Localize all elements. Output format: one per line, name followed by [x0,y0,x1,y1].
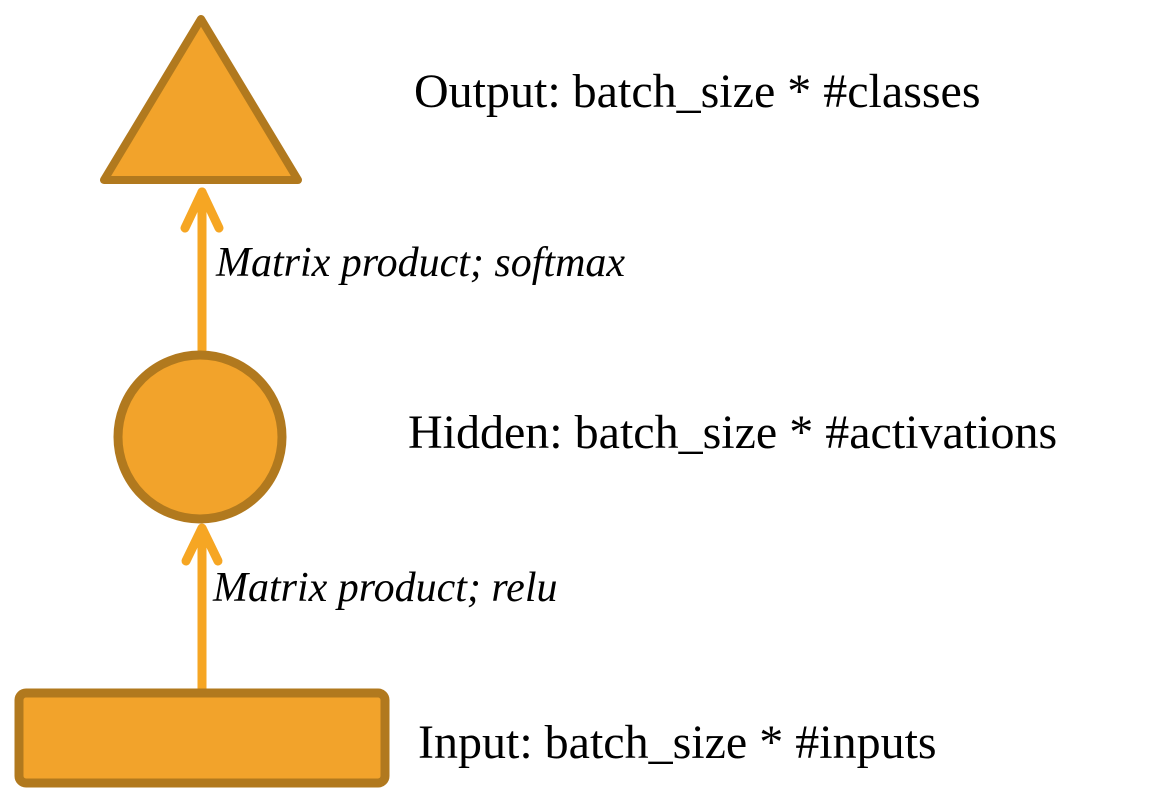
arrow-up-icon [181,523,223,566]
hidden-node-circle [113,350,287,524]
edge-hidden-to-output [180,187,224,355]
edge-label-softmax: Matrix product; softmax [216,240,626,286]
arrow-up-icon [180,187,224,233]
edge-label-relu: Matrix product; relu [213,565,558,611]
input-node-rectangle [14,688,390,788]
edge-input-to-hidden [181,523,223,694]
hidden-node-label: Hidden: batch_size * #activations [408,406,1058,459]
output-node-label: Output: batch_size * #classes [414,65,981,118]
output-node-triangle [100,15,302,184]
input-node-label: Input: batch_size * #inputs [418,716,937,769]
